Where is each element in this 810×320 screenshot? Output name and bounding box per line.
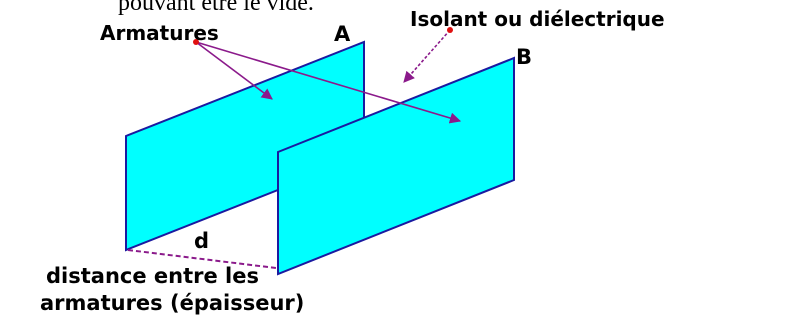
- distance-dashed-line: [127, 249, 277, 269]
- label-distance-symbol: d: [194, 229, 209, 253]
- arrow-isolant: [403, 29, 451, 83]
- caption-line-2: armatures (épaisseur): [40, 291, 304, 315]
- arrow-armatures-b: [195, 41, 462, 124]
- isolant-dot: [447, 27, 453, 33]
- label-plate-b: B: [516, 45, 532, 69]
- label-armatures: Armatures: [100, 21, 219, 45]
- arrow-armatures-a: [195, 41, 273, 100]
- caption-line-1: distance entre les: [46, 264, 259, 288]
- top-partial-text: pouvant être le vide.: [118, 0, 314, 16]
- plate-b: [277, 56, 515, 276]
- label-isolant: Isolant ou diélectrique: [410, 7, 665, 31]
- armatures-dot: [193, 39, 199, 45]
- label-plate-a: A: [334, 22, 351, 46]
